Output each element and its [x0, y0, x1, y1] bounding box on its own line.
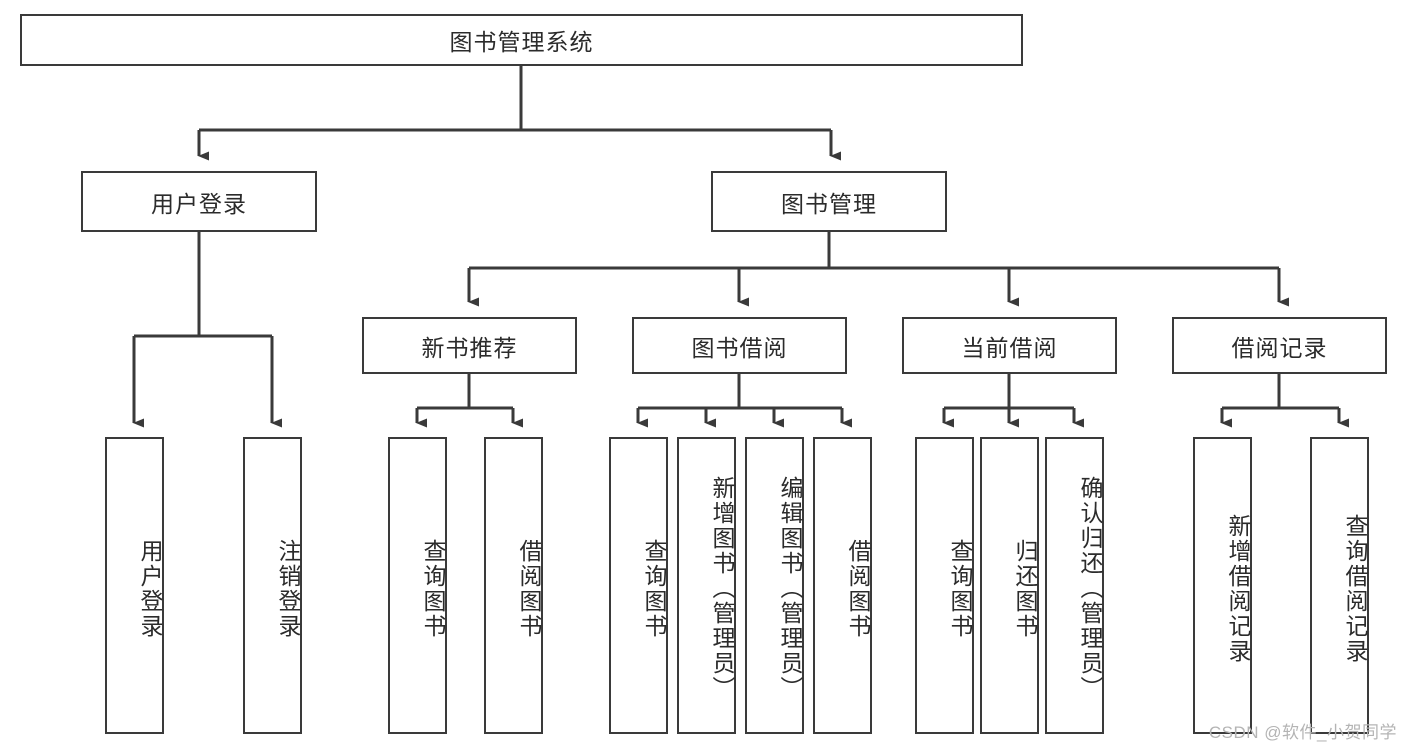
node-leaf-query-book-1-label: 查询图书 [420, 538, 446, 639]
node-leaf-borrow-book-2-label: 借阅图书 [845, 538, 871, 639]
node-leaf-confirm-return-label: 确认归还（管理员） [1077, 476, 1103, 701]
node-leaf-logout[interactable]: 注销登录 [243, 437, 302, 734]
node-leaf-user-login-label: 用户登录 [137, 538, 163, 639]
node-leaf-borrow-book-1-label: 借阅图书 [516, 538, 542, 639]
node-user-login[interactable]: 用户登录 [81, 171, 317, 232]
node-leaf-return-book-label: 归还图书 [1012, 538, 1038, 639]
node-book-borrow[interactable]: 图书借阅 [632, 317, 847, 374]
node-new-book-rec-label: 新书推荐 [421, 334, 518, 361]
node-book-manage-label: 图书管理 [781, 190, 877, 217]
node-leaf-query-record[interactable]: 查询借阅记录 [1310, 437, 1369, 734]
node-current-borrow[interactable]: 当前借阅 [902, 317, 1117, 374]
node-leaf-query-book-3-label: 查询图书 [947, 538, 973, 639]
node-leaf-user-login[interactable]: 用户登录 [105, 437, 164, 734]
node-leaf-query-book-2[interactable]: 查询图书 [609, 437, 668, 734]
node-root[interactable]: 图书管理系统 [20, 14, 1023, 66]
node-leaf-borrow-book-1[interactable]: 借阅图书 [484, 437, 543, 734]
node-leaf-edit-book-label: 编辑图书（管理员） [777, 476, 803, 701]
node-current-borrow-label: 当前借阅 [961, 334, 1058, 361]
node-leaf-add-record-label: 新增借阅记录 [1225, 513, 1251, 664]
node-new-book-rec[interactable]: 新书推荐 [362, 317, 577, 374]
node-root-label: 图书管理系统 [449, 29, 594, 55]
node-leaf-add-book[interactable]: 新增图书（管理员） [677, 437, 736, 734]
node-leaf-query-book-3[interactable]: 查询图书 [915, 437, 974, 734]
node-leaf-borrow-book-2[interactable]: 借阅图书 [813, 437, 872, 734]
node-leaf-query-book-1[interactable]: 查询图书 [388, 437, 447, 734]
node-leaf-logout-label: 注销登录 [275, 538, 301, 639]
node-leaf-add-book-label: 新增图书（管理员） [709, 476, 735, 701]
node-leaf-confirm-return[interactable]: 确认归还（管理员） [1045, 437, 1104, 734]
node-leaf-return-book[interactable]: 归还图书 [980, 437, 1039, 734]
node-leaf-edit-book[interactable]: 编辑图书（管理员） [745, 437, 804, 734]
node-leaf-query-record-label: 查询借阅记录 [1342, 513, 1368, 664]
node-user-login-label: 用户登录 [151, 190, 247, 217]
node-borrow-record-label: 借阅记录 [1231, 334, 1328, 361]
node-book-manage[interactable]: 图书管理 [711, 171, 947, 232]
node-book-borrow-label: 图书借阅 [691, 334, 788, 361]
node-leaf-query-book-2-label: 查询图书 [641, 538, 667, 639]
node-borrow-record[interactable]: 借阅记录 [1172, 317, 1387, 374]
node-leaf-add-record[interactable]: 新增借阅记录 [1193, 437, 1252, 734]
